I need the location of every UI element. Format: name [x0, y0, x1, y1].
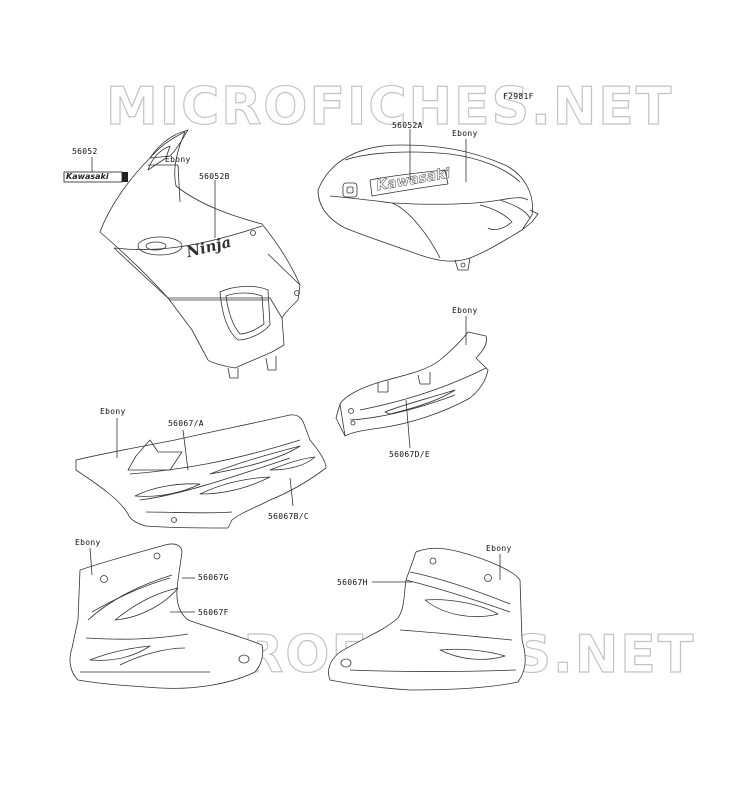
label-56067A: 56067/A [168, 419, 204, 428]
fuel-tank-part [317, 144, 539, 271]
leader-56067DE [405, 399, 411, 449]
kawasaki-badge-decal [63, 171, 128, 183]
leader-ebony-low-left [89, 547, 93, 576]
watermark-top: MICROFICHES.NET [105, 76, 674, 137]
leader-56067BC [289, 477, 294, 507]
figure-code: F2981F [503, 92, 534, 101]
center-panel-part [335, 331, 489, 437]
label-ebony-low-left: Ebony [75, 538, 101, 547]
label-56067DE: 56067D/E [389, 450, 430, 459]
kawasaki-badge-text: Kawasaki [66, 172, 109, 181]
lower-cowl-left-part [69, 543, 264, 689]
upper-fairing-part [99, 129, 301, 379]
label-56052B: 56052B [199, 172, 230, 181]
label-56067F: 56067F [198, 608, 229, 617]
side-cowl-part [75, 414, 327, 529]
label-56067BC: 56067B/C [268, 512, 309, 521]
label-ebony-tank: Ebony [452, 129, 478, 138]
label-ebony-center: Ebony [452, 306, 478, 315]
label-56052A: 56052A [392, 121, 423, 130]
label-ebony-mid-left: Ebony [100, 407, 126, 416]
label-56067G: 56067G [198, 573, 229, 582]
lower-cowl-right-part [328, 547, 526, 691]
label-ebony-low-right: Ebony [486, 544, 512, 553]
label-ebony-top-left: Ebony [165, 155, 191, 164]
leader-56067A [182, 429, 189, 471]
label-56052: 56052 [72, 147, 98, 156]
label-56067H: 56067H [337, 578, 368, 587]
